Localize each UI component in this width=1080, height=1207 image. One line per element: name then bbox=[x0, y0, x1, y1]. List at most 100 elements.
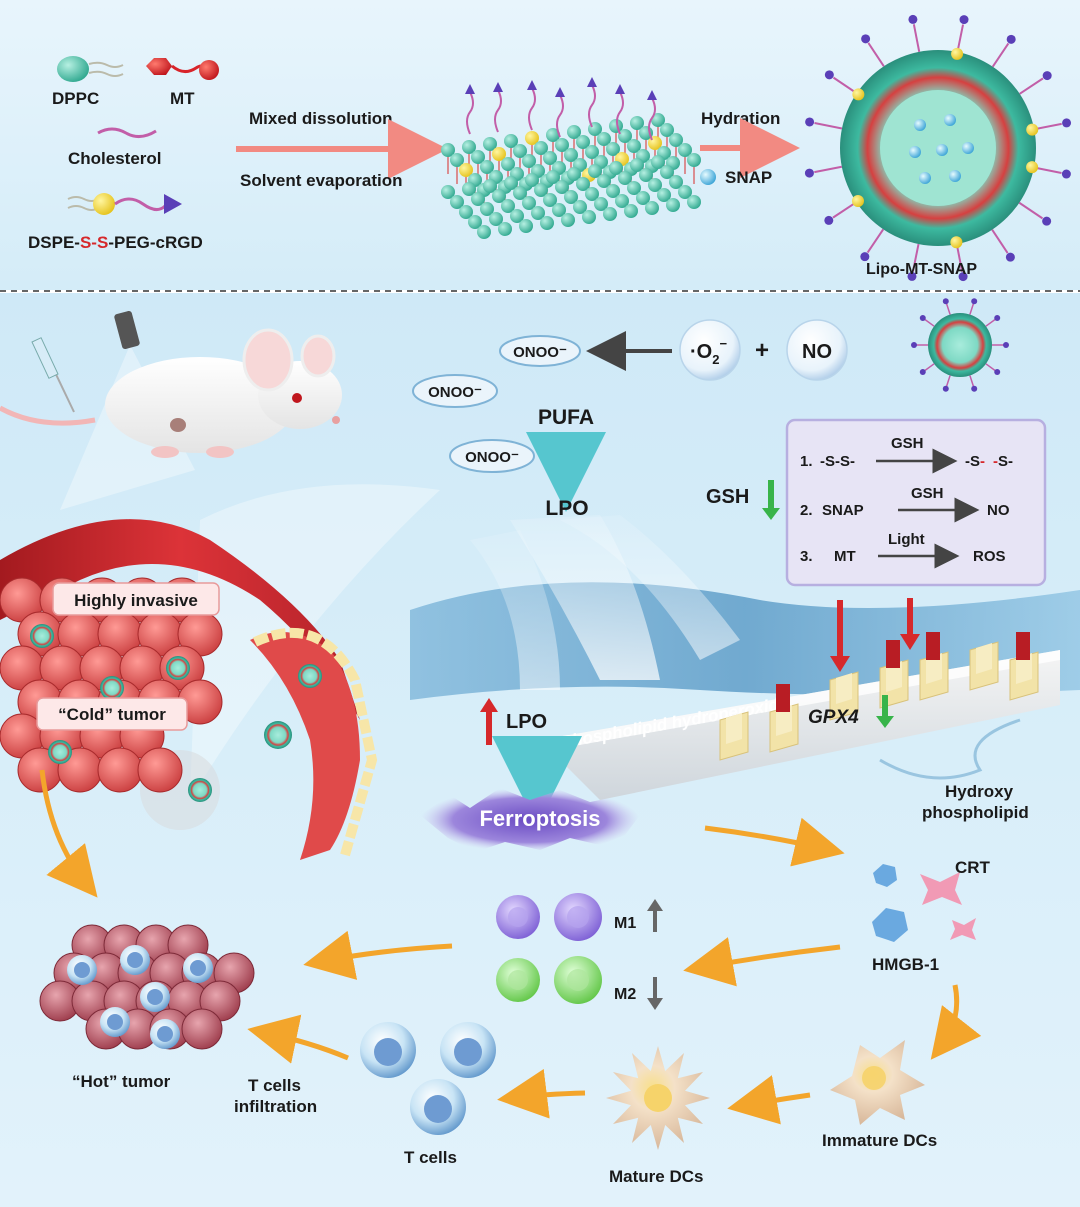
lipid-head bbox=[492, 147, 506, 161]
crgd-ligand bbox=[555, 87, 565, 97]
cold-tumor-tag: “Cold” tumor bbox=[36, 697, 188, 731]
crgd-ligand bbox=[824, 215, 834, 225]
peg-chain bbox=[911, 243, 920, 272]
lipid-head bbox=[534, 183, 548, 197]
onoo-label-2: ONOO⁻ bbox=[428, 384, 482, 401]
t-cell-nucleus bbox=[107, 1014, 123, 1030]
gpx4-block-face bbox=[886, 661, 902, 692]
lipid-head bbox=[576, 177, 590, 191]
reaction-3-condition: Light bbox=[888, 531, 925, 548]
oxidized-lipid bbox=[886, 640, 900, 668]
solvent-evaporation-label: Solvent evaporation bbox=[240, 171, 402, 190]
lipid-head bbox=[603, 207, 617, 221]
peg-chain bbox=[556, 94, 564, 138]
reaction-2-number: 2. bbox=[800, 502, 813, 519]
mature-dcs-label: Mature DCs bbox=[609, 1167, 703, 1186]
peg-chain bbox=[945, 302, 951, 315]
snap-icon bbox=[700, 169, 716, 185]
tumor-cell bbox=[181, 1008, 223, 1050]
lipid-head bbox=[660, 123, 674, 137]
lipid-head bbox=[657, 188, 671, 202]
snap-molecule bbox=[962, 142, 974, 154]
lipid-head bbox=[543, 193, 557, 207]
lipid-head bbox=[678, 185, 692, 199]
peg-chain bbox=[1033, 122, 1062, 131]
crgd-ligand bbox=[1062, 118, 1072, 128]
crt-label: CRT bbox=[955, 858, 991, 877]
ferroptosis-label: Ferroptosis bbox=[479, 806, 600, 831]
lpo-up-arrow-head bbox=[480, 698, 498, 712]
crgd-ligand bbox=[908, 14, 918, 24]
m1-up-arrow-head bbox=[647, 899, 663, 911]
lipid-head bbox=[639, 168, 653, 182]
lipid-head bbox=[567, 125, 581, 139]
dspe-anchor bbox=[951, 47, 964, 60]
peg-chain bbox=[814, 165, 843, 174]
lipid-head bbox=[501, 157, 515, 171]
lipid-head bbox=[441, 143, 455, 157]
lipid-head bbox=[582, 210, 596, 224]
lipid-head bbox=[504, 134, 518, 148]
hydroxy-label: Hydroxy bbox=[945, 782, 1014, 801]
onoo-label-3: ONOO⁻ bbox=[465, 449, 519, 466]
onoo-bubble-2: ONOO⁻ bbox=[412, 374, 498, 408]
crgd-ligand bbox=[919, 369, 926, 376]
lipid-head bbox=[492, 189, 506, 203]
mt-icon bbox=[146, 58, 219, 80]
peg-chain bbox=[616, 91, 624, 135]
dppc-icon bbox=[57, 56, 124, 82]
t-cell-nucleus bbox=[190, 960, 206, 976]
phospholipid-label: phospholipid bbox=[922, 803, 1029, 822]
peg-chain bbox=[969, 302, 975, 315]
peg-chain bbox=[991, 42, 1010, 68]
mixed-dissolution-label: Mixed dissolution bbox=[249, 109, 393, 128]
lipid-head bbox=[594, 197, 608, 211]
peg-chain bbox=[832, 76, 858, 95]
circulating-liposome bbox=[298, 664, 322, 688]
lipid-head bbox=[471, 150, 485, 164]
lipid-head bbox=[651, 155, 665, 169]
lipid-head bbox=[534, 141, 548, 155]
plus-sign: + bbox=[755, 337, 769, 364]
mechanism-box: 1. -S-S- GSH -S--S- 2. SNAP GSH NO 3. MT… bbox=[785, 418, 1047, 587]
oxidized-lipid bbox=[1016, 632, 1030, 660]
t-cell-nucleus bbox=[147, 989, 163, 1005]
gsh-label: GSH bbox=[706, 486, 749, 508]
peg-chain bbox=[814, 121, 843, 130]
onoo-label-1: ONOO⁻ bbox=[513, 344, 567, 361]
peg-chain bbox=[588, 84, 596, 128]
no-bubble: NO bbox=[786, 319, 848, 381]
reaction-1-reactant: -S-S- bbox=[820, 453, 855, 470]
zoom-wedge bbox=[190, 484, 440, 800]
lipid-head bbox=[618, 171, 632, 185]
lipid-head bbox=[561, 213, 575, 227]
accumulated-liposome bbox=[100, 676, 124, 700]
lpo-label: LPO bbox=[545, 497, 588, 520]
crgd-ligand bbox=[615, 84, 625, 94]
hot-tumor bbox=[39, 924, 255, 1050]
lipid-head bbox=[555, 138, 569, 152]
peg-chain bbox=[923, 363, 935, 372]
dspe-anchor bbox=[1026, 161, 1039, 174]
crgd-ligand bbox=[919, 314, 926, 321]
immature-dcs-label: Immature DCs bbox=[822, 1131, 937, 1150]
inhibition-arrows bbox=[830, 598, 920, 672]
peg-chain bbox=[923, 318, 935, 327]
cholesterol-label: Cholesterol bbox=[68, 149, 162, 168]
snap-molecule bbox=[949, 170, 961, 182]
lipid-head bbox=[555, 180, 569, 194]
mouse-illustration bbox=[0, 328, 342, 458]
crgd-ligand bbox=[860, 252, 870, 262]
peg-chain bbox=[1033, 166, 1062, 175]
peg-chain bbox=[466, 91, 474, 135]
lipid-head bbox=[666, 198, 680, 212]
lipid-head bbox=[627, 139, 641, 153]
crgd-ligand bbox=[971, 298, 978, 305]
peg-chain bbox=[1019, 77, 1044, 95]
peg-chain bbox=[912, 24, 921, 53]
lipid-head bbox=[606, 184, 620, 198]
crgd-ligand bbox=[587, 77, 597, 87]
laser-icon bbox=[114, 310, 140, 350]
mature-dc-cell bbox=[606, 1046, 710, 1150]
